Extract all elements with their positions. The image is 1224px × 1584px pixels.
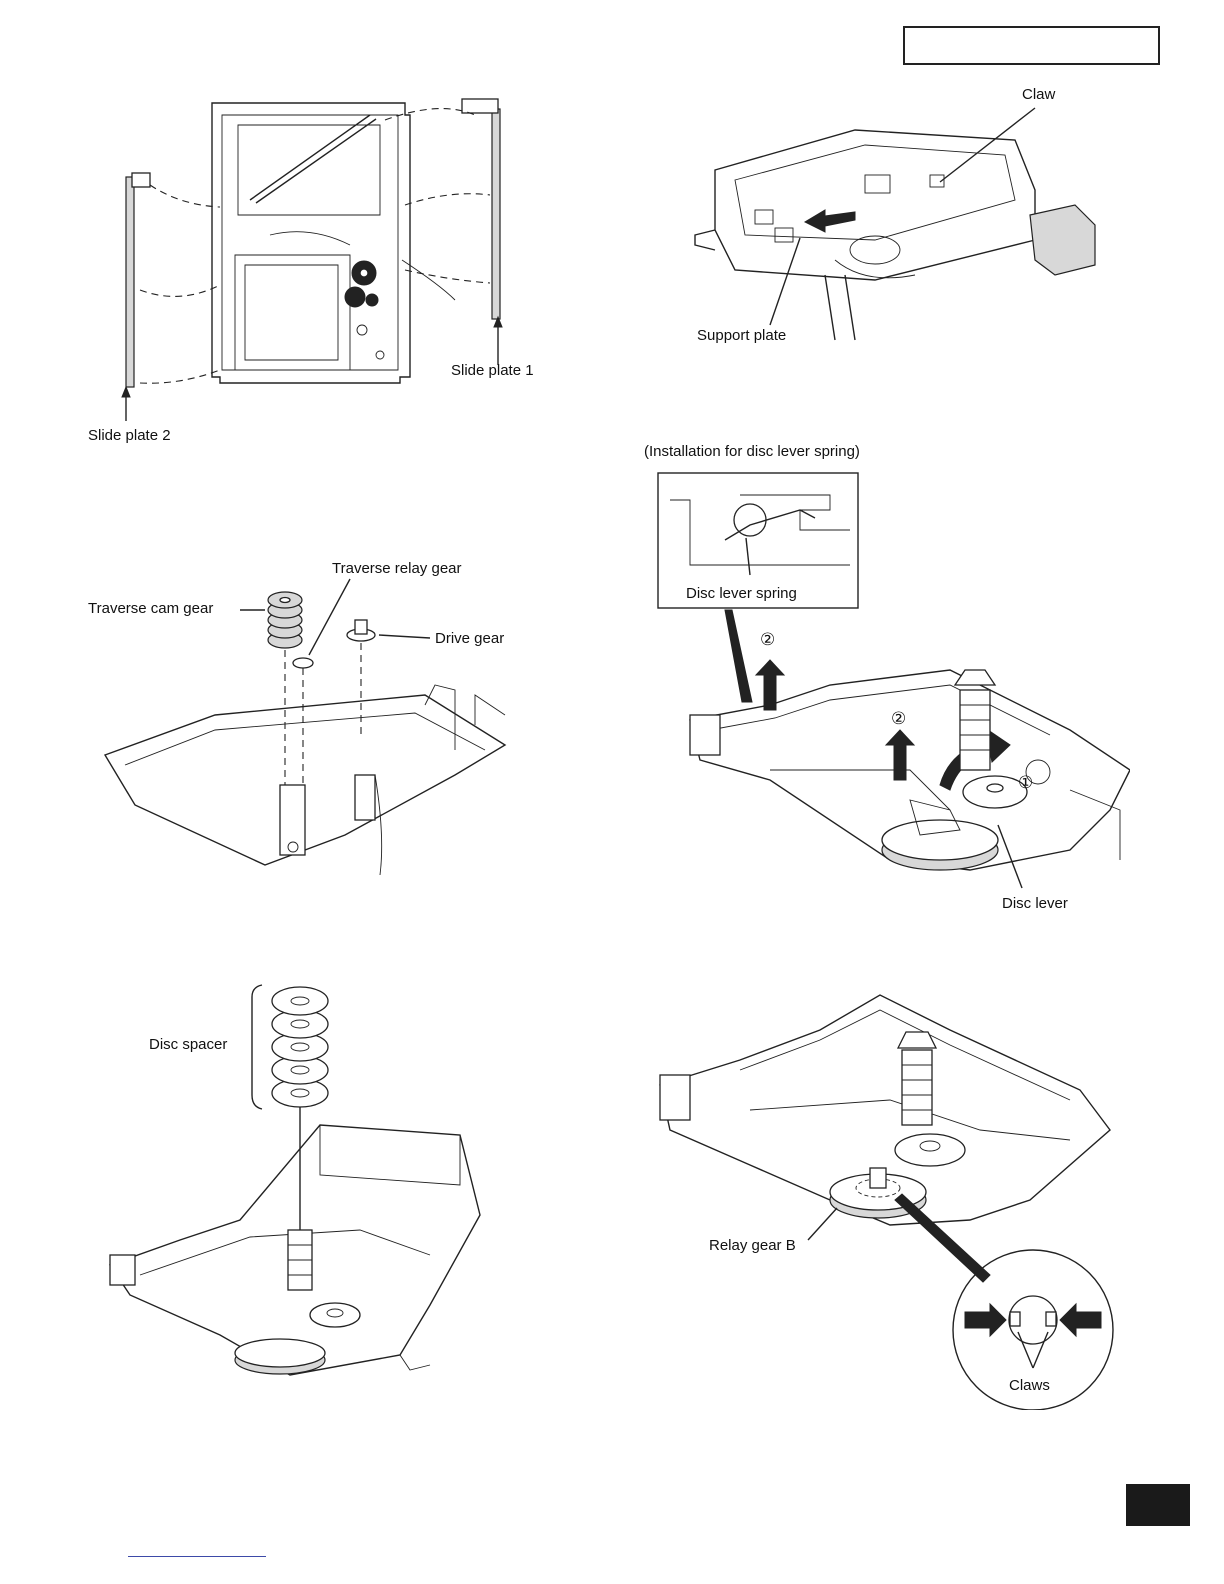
label-slide-plate-1: Slide plate 1: [451, 362, 534, 379]
page-number-tab: [1126, 1484, 1190, 1526]
label-disc-lever: Disc lever: [1002, 895, 1068, 912]
label-disc-spacer: Disc spacer: [149, 1036, 227, 1053]
figure-disc-lever: [650, 470, 1130, 890]
label-installation-note: (Installation for disc lever spring): [644, 443, 860, 460]
footer-rule: [128, 1556, 266, 1557]
label-claw: Claw: [1022, 86, 1055, 103]
figure-relay-gear-b: [650, 990, 1130, 1410]
label-relay-gear-b: Relay gear B: [709, 1237, 796, 1254]
figure-support-plate: [675, 100, 1125, 360]
disc-spacer-stack-illustration: [272, 987, 328, 1107]
label-traverse-cam-gear: Traverse cam gear: [88, 600, 213, 617]
label-claws: Claws: [1009, 1377, 1050, 1394]
header-box: [903, 26, 1160, 65]
label-step-2b: ②: [891, 709, 906, 729]
traverse-cam-gear-illustration: [268, 592, 302, 648]
figure-gears: [95, 575, 515, 875]
label-step-1: ①: [1018, 773, 1033, 793]
label-slide-plate-2: Slide plate 2: [88, 427, 171, 444]
label-drive-gear: Drive gear: [435, 630, 504, 647]
label-step-2a: ②: [760, 630, 775, 650]
label-traverse-relay-gear: Traverse relay gear: [332, 560, 462, 577]
label-support-plate: Support plate: [697, 327, 786, 344]
label-disc-lever-spring: Disc lever spring: [686, 585, 797, 602]
